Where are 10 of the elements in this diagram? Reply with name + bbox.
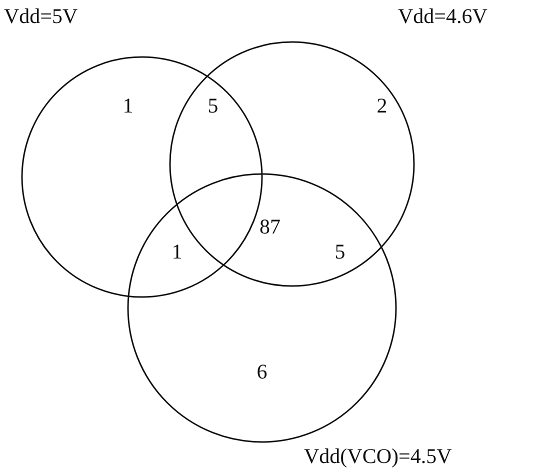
set-label: Vdd(VCO)=4.5V bbox=[304, 444, 452, 469]
region-count: 5 bbox=[334, 240, 346, 264]
region-count: 1 bbox=[172, 240, 182, 264]
region-count: 6 bbox=[256, 360, 268, 384]
set-label: Vdd=4.6V bbox=[398, 4, 488, 29]
set-label: Vdd=5V bbox=[4, 4, 78, 29]
region-count: 2 bbox=[376, 94, 388, 118]
region-count: 87 bbox=[260, 214, 280, 240]
region-count: 5 bbox=[208, 94, 218, 118]
region-count: 1 bbox=[122, 94, 134, 118]
